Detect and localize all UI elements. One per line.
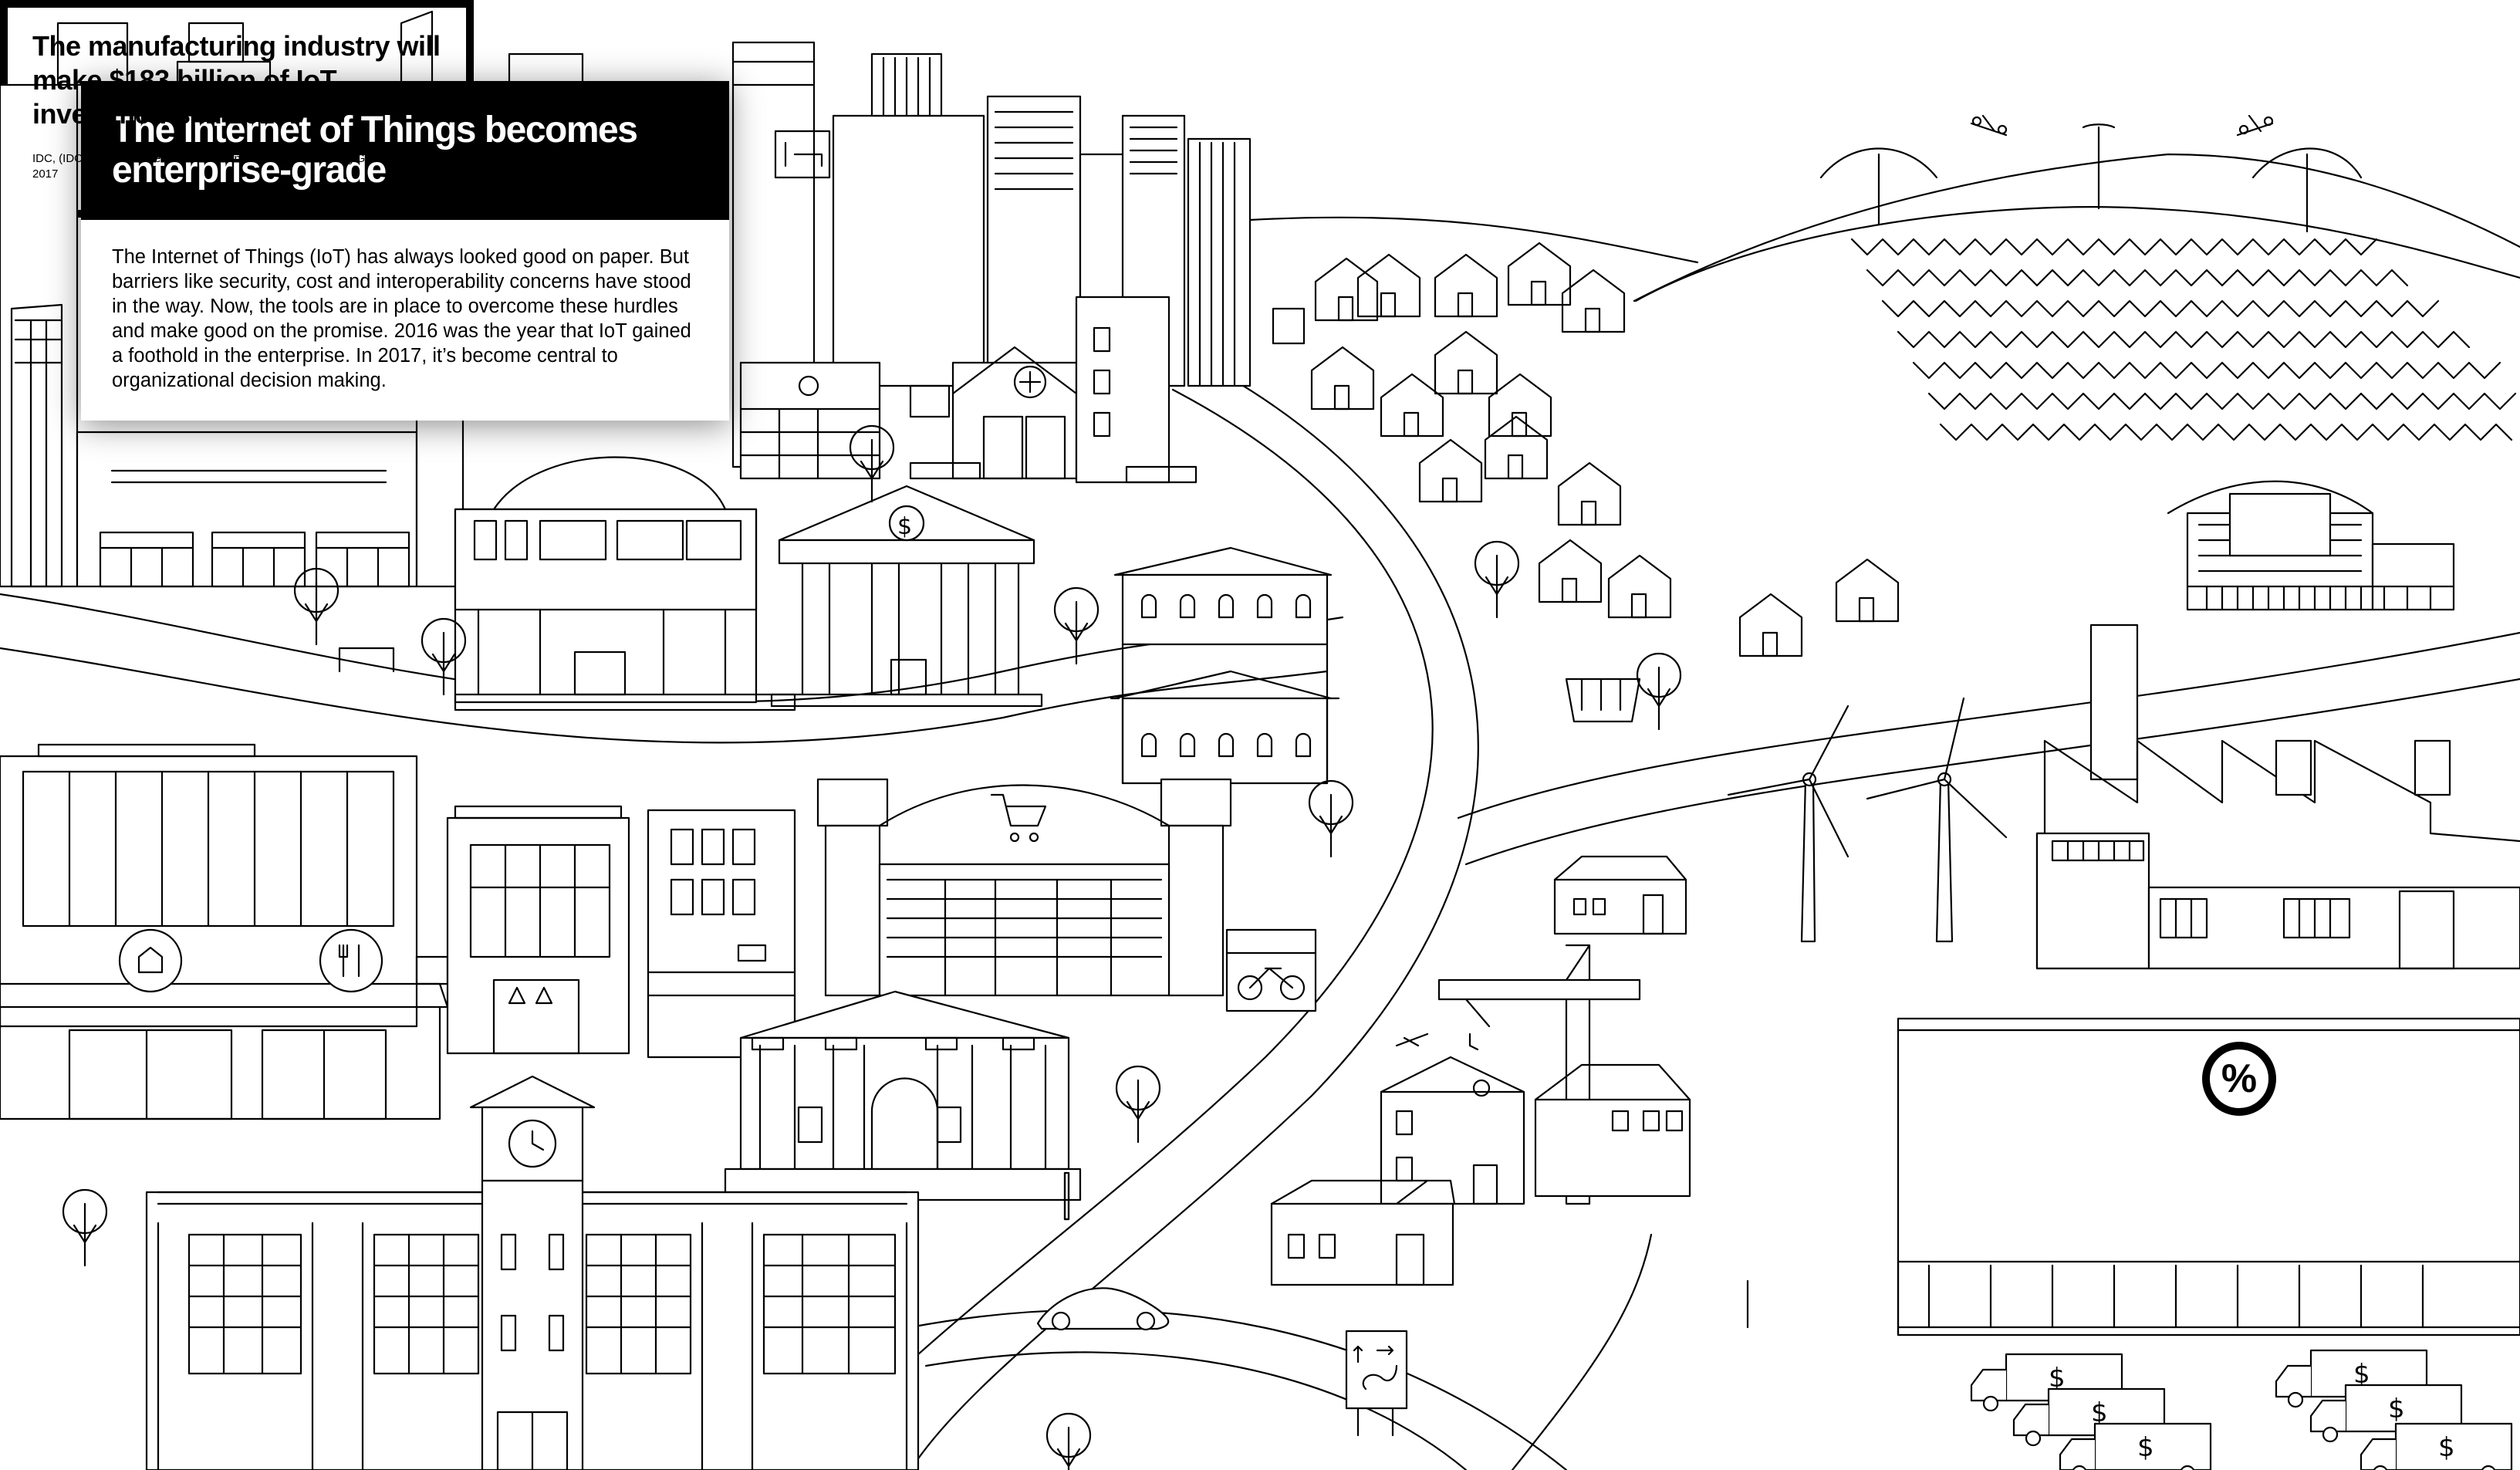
stat-card: The manufacturing industry will make $18… [0,0,474,218]
factory [2037,625,2520,968]
coffee-cup-icon [738,945,765,961]
home-icon [139,948,162,972]
shopping-cart-icon [991,795,1045,826]
money-trucks [1748,1019,2520,1470]
vehicles [1038,116,2272,1435]
campus-buildings [0,85,795,710]
warehouse-buildings [2168,482,2454,610]
intro-body: The Internet of Things (IoT) has always … [112,246,691,391]
percent-icon: % [2202,1042,2276,1116]
crane-workshops [1272,857,1690,1285]
market-buildings [0,745,1316,1119]
stat-headline: The manufacturing industry will make $18… [32,30,441,130]
stat-source: IDC, (IDC) Worldwide Semiannual Internet… [32,152,419,181]
museum-building [1111,548,1339,783]
svg-text:$: $ [897,513,912,540]
bank-building: $ [772,486,1042,706]
fork-knife-icon [320,930,382,992]
dollar-icon [890,506,924,540]
town-hall [147,1076,918,1470]
intro-card: The Internet of Things becomes enterpris… [81,81,729,421]
wind-turbines [1728,698,2006,941]
bicycle-icon [1238,976,1262,999]
intro-title: The Internet of Things becomes enterpris… [112,110,638,191]
intro-header: The Internet of Things becomes enterpris… [81,81,729,220]
grand-hall [725,992,1080,1219]
downtown-buildings [58,12,1250,482]
residential-area [1273,124,2520,721]
